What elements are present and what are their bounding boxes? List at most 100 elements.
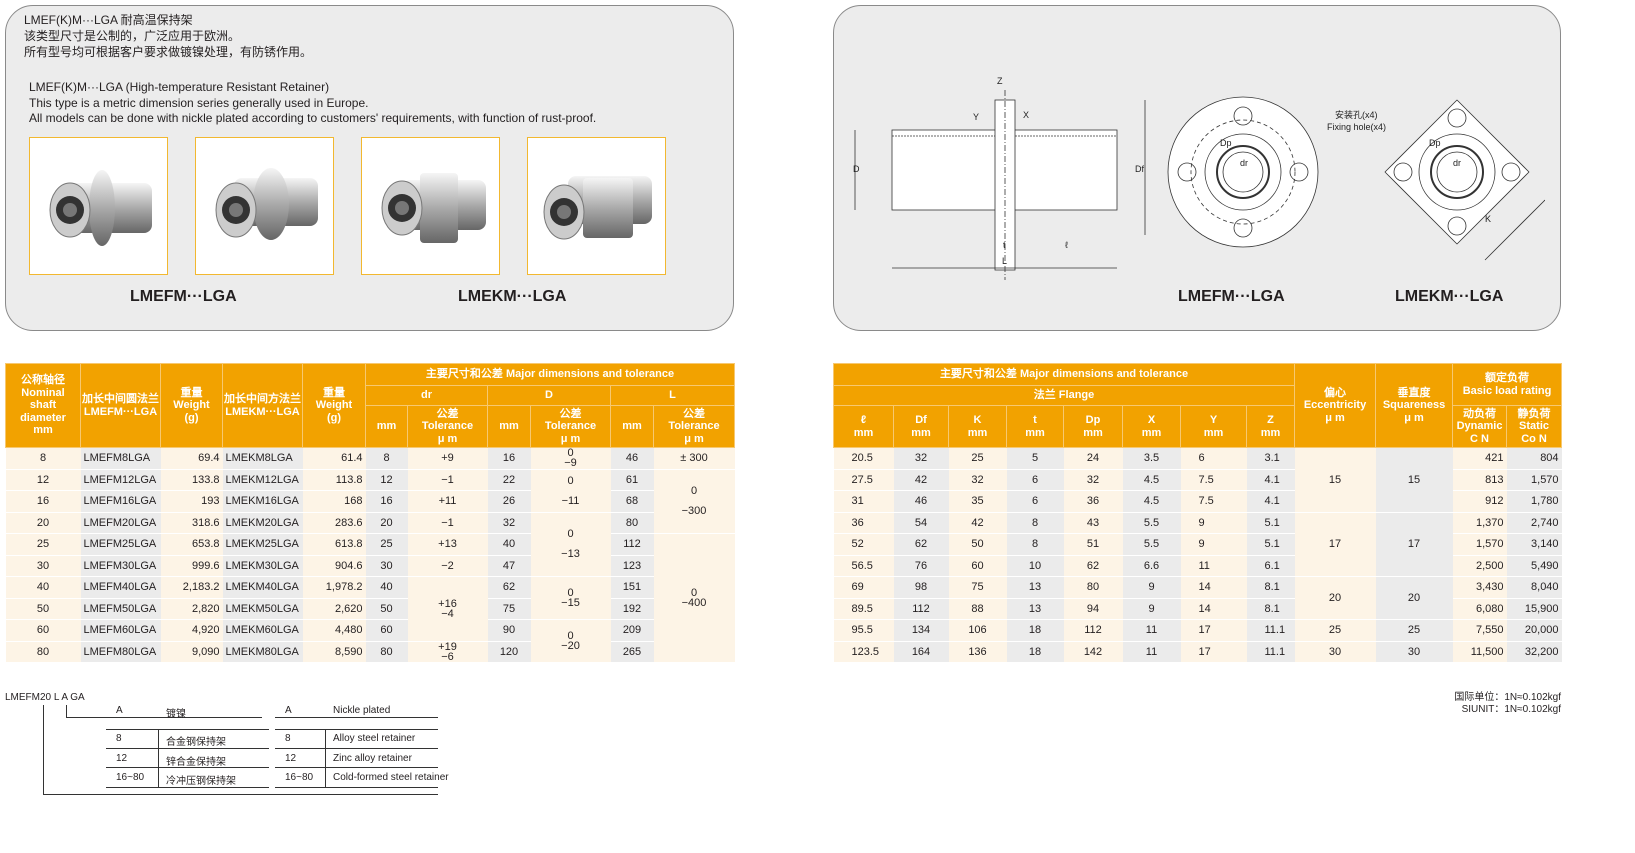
cell-flange-value: 43 bbox=[1063, 512, 1123, 534]
cell-eccentricity: 20 bbox=[1294, 576, 1376, 620]
cell-flange-value: 3.1 bbox=[1246, 447, 1295, 470]
header-flange-col: t mm bbox=[1006, 405, 1064, 448]
cell-flange-value: 62 bbox=[893, 533, 949, 556]
cell-flange-value: 11 bbox=[1180, 555, 1247, 577]
dim-df: Df bbox=[1135, 164, 1144, 174]
cell-flange-value: 89.5 bbox=[833, 598, 894, 620]
cell-D-tolerance: 0 −13 bbox=[530, 512, 611, 577]
dim-dp-square: Dp bbox=[1429, 138, 1441, 148]
cell-flange-value: 60 bbox=[948, 555, 1007, 577]
cell-D-mm: 120 bbox=[487, 641, 531, 663]
intro-en: LMEF(K)M···LGA (High-temperature Resista… bbox=[29, 80, 596, 127]
cell-flange-value: 5.1 bbox=[1246, 512, 1295, 534]
cell-flange-value: 142 bbox=[1063, 641, 1123, 663]
cell-flange-value: 31 bbox=[833, 490, 894, 513]
cell-flange-value: 5 bbox=[1006, 447, 1064, 470]
cell-flange-value: 27.5 bbox=[833, 469, 894, 491]
header-lmekm: 加长中间方法兰 LMEKM···LGA bbox=[222, 363, 303, 448]
cell-flange-value: 94 bbox=[1063, 598, 1123, 620]
cell-static-load: 804 bbox=[1506, 447, 1562, 470]
cell-lmekm-model: LMEKM12LGA bbox=[222, 469, 303, 491]
technical-drawing: Z Y X D Df t ℓ L Dp dr Dp dr K 安装孔(x4) F… bbox=[853, 76, 1545, 280]
cell-flange-value: 32 bbox=[893, 447, 949, 470]
dim-dr-square: dr bbox=[1453, 158, 1461, 168]
cell-lmekm-model: LMEKM50LGA bbox=[222, 598, 303, 620]
cell-flange-value: 5.1 bbox=[1246, 533, 1295, 556]
header-dr-mm: mm bbox=[365, 405, 408, 448]
legend-desc-cn: 锌合金保持架 bbox=[166, 756, 226, 768]
cell-L-mm: 265 bbox=[610, 641, 654, 663]
header-nominal-diameter: 公称轴径 Nominal shaft diameter mm bbox=[5, 363, 81, 448]
cell-flange-value: 20.5 bbox=[833, 447, 894, 470]
round-flange-view bbox=[1167, 96, 1319, 248]
cell-D-tolerance: 0 −15 bbox=[530, 576, 611, 620]
cell-dynamic-load: 813 bbox=[1452, 469, 1507, 491]
header-flange-col: Dp mm bbox=[1063, 405, 1123, 448]
legend-desc-en: Cold-formed steel retainer bbox=[333, 772, 449, 783]
legend-desc-cn: 合金钢保持架 bbox=[166, 737, 226, 748]
cell-static-load: 32,200 bbox=[1506, 641, 1562, 663]
fixing-hole-en: Fixing hole(x4) bbox=[1327, 122, 1386, 132]
cell-flange-value: 46 bbox=[893, 490, 949, 513]
cell-dr-mm: 40 bbox=[365, 576, 408, 599]
unit-note: 国际单位：1N≈0.102kgf SIUNIT：1N≈0.102kgf bbox=[1454, 692, 1561, 716]
cell-flange-value: 112 bbox=[893, 598, 949, 620]
cell-flange-value: 42 bbox=[893, 469, 949, 491]
header-L-mm: mm bbox=[610, 405, 654, 448]
cell-dynamic-load: 3,430 bbox=[1452, 576, 1507, 599]
cell-flange-value: 14 bbox=[1180, 576, 1247, 599]
header-L: L bbox=[610, 385, 735, 406]
cell-flange-value: 56.5 bbox=[833, 555, 894, 577]
cell-dr-tolerance: −2 bbox=[407, 555, 488, 577]
cell-flange-value: 17 bbox=[1180, 619, 1247, 642]
cell-nominal-diameter: 40 bbox=[5, 576, 81, 599]
cell-lmefm-weight: 318.6 bbox=[160, 512, 223, 534]
cell-dr-mm: 16 bbox=[365, 490, 408, 513]
cell-L-mm: 209 bbox=[610, 619, 654, 642]
cell-flange-value: 4.1 bbox=[1246, 490, 1295, 513]
header-flange-col: Y mm bbox=[1180, 405, 1247, 448]
cell-lmekm-weight: 904.6 bbox=[302, 555, 366, 577]
cell-flange-value: 35 bbox=[948, 490, 1007, 513]
caption-lmefm: LMEFM···LGA bbox=[130, 288, 237, 305]
cell-flange-value: 8 bbox=[1006, 533, 1064, 556]
cell-flange-value: 62 bbox=[1063, 555, 1123, 577]
caption-lmekm: LMEKM···LGA bbox=[458, 288, 567, 305]
cell-flange-value: 50 bbox=[948, 533, 1007, 556]
cell-flange-value: 11.1 bbox=[1246, 619, 1295, 642]
cell-D-mm: 62 bbox=[487, 576, 531, 599]
cell-nominal-diameter: 60 bbox=[5, 619, 81, 642]
cell-flange-value: 36 bbox=[833, 512, 894, 534]
cell-D-mm: 22 bbox=[487, 469, 531, 491]
cell-dynamic-load: 2,500 bbox=[1452, 555, 1507, 577]
cell-flange-value: 75 bbox=[948, 576, 1007, 599]
product-photo-lmekm-front bbox=[361, 137, 500, 275]
cell-nominal-diameter: 8 bbox=[5, 447, 81, 470]
cell-flange-value: 112 bbox=[1063, 619, 1123, 642]
product-photo-lmefm-angle bbox=[195, 137, 334, 275]
header-dr: dr bbox=[365, 385, 488, 406]
header-weight: 重量 Weight (g) bbox=[302, 363, 366, 448]
cell-nominal-diameter: 80 bbox=[5, 641, 81, 663]
cell-flange-value: 123.5 bbox=[833, 641, 894, 663]
header-D: D bbox=[487, 385, 611, 406]
cell-nominal-diameter: 25 bbox=[5, 533, 81, 556]
cell-lmefm-weight: 653.8 bbox=[160, 533, 223, 556]
cell-L-mm: 80 bbox=[610, 512, 654, 534]
cell-lmefm-model: LMEFM80LGA bbox=[80, 641, 161, 663]
header-flange-col: ℓ mm bbox=[833, 405, 894, 448]
square-flange-view bbox=[1384, 99, 1545, 261]
cell-flange-value: 54 bbox=[893, 512, 949, 534]
cell-lmekm-model: LMEKM25LGA bbox=[222, 533, 303, 556]
cell-flange-value: 8 bbox=[1006, 512, 1064, 534]
cell-dr-mm: 30 bbox=[365, 555, 408, 577]
cell-flange-value: 136 bbox=[948, 641, 1007, 663]
